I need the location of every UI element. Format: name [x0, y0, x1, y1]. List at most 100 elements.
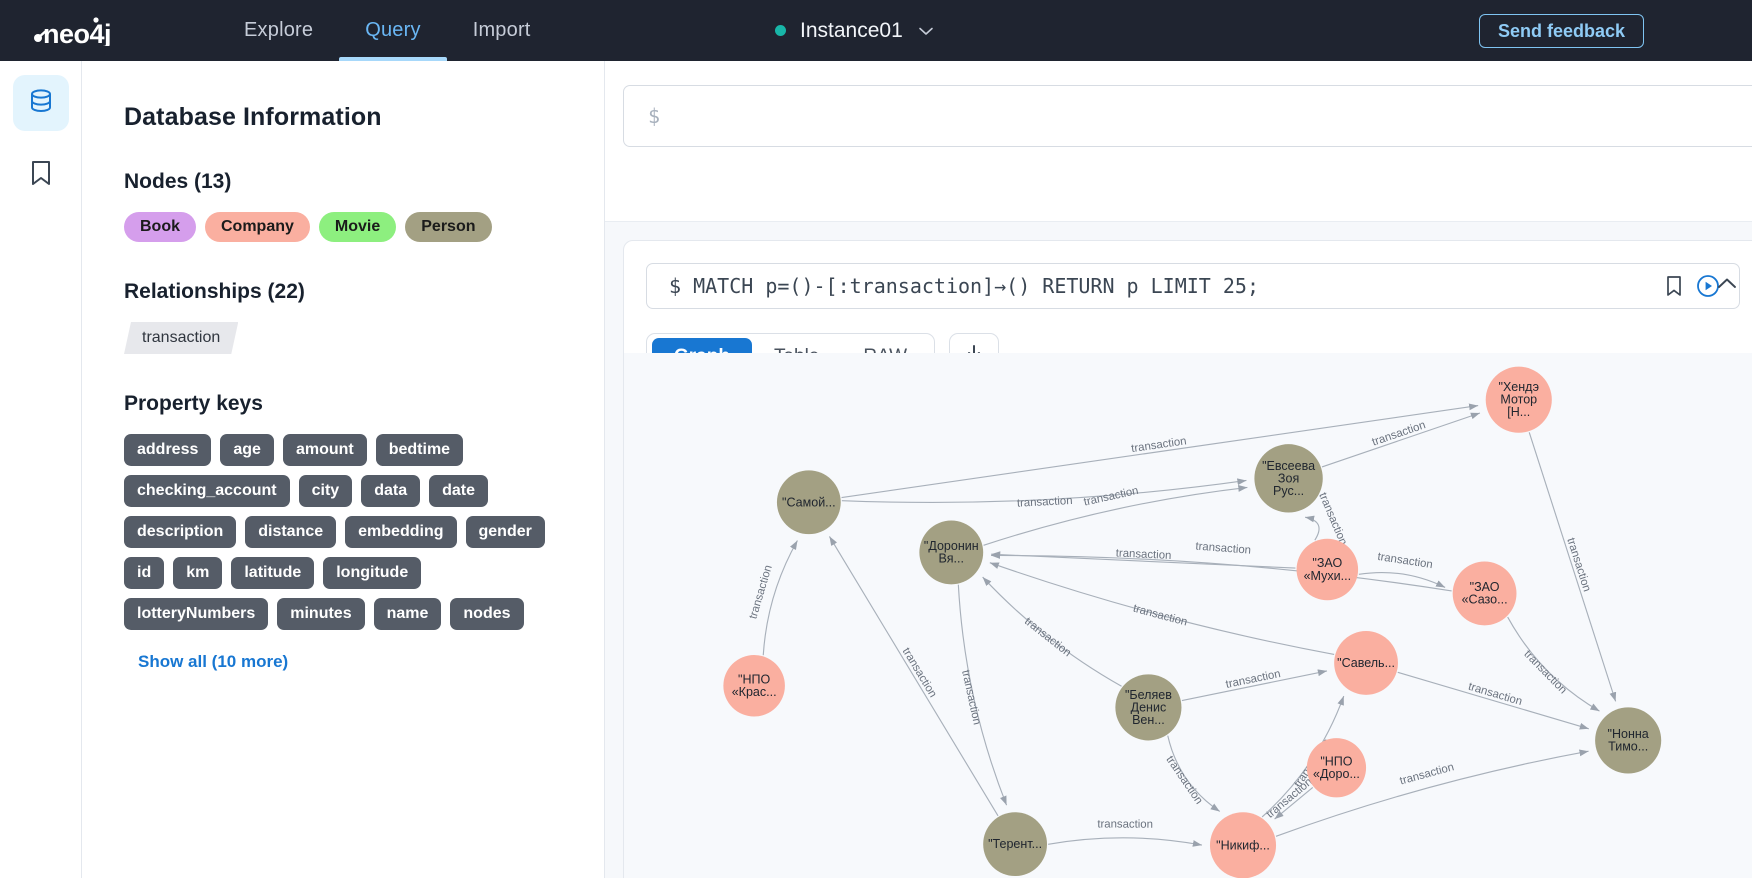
graph-node-label: [Н...	[1507, 405, 1530, 419]
property-key-chip[interactable]: id	[124, 557, 164, 589]
property-key-chip[interactable]: checking_account	[124, 475, 290, 507]
graph-node[interactable]: "НПО«Доро...	[1307, 738, 1366, 797]
show-all-property-keys-link[interactable]: Show all (10 more)	[138, 652, 288, 672]
graph-node-label: «Сазо...	[1462, 593, 1508, 607]
graph-edge-label: transaction	[1163, 754, 1204, 807]
property-key-chip[interactable]: city	[299, 475, 353, 507]
query-editor-area: $	[605, 61, 1752, 160]
graph-node-label: "Савель...	[1337, 656, 1395, 670]
property-key-chip[interactable]: latitude	[231, 557, 314, 589]
graph-edge-label: transaction	[1399, 761, 1456, 787]
graph-edge[interactable]	[1305, 517, 1319, 540]
graph-node[interactable]: "БеляевДенисВен...	[1115, 674, 1181, 740]
property-key-chip[interactable]: minutes	[277, 598, 364, 630]
graph-edge-label: transaction	[1225, 668, 1282, 691]
nodes-heading: Nodes (13)	[124, 170, 604, 194]
node-label-chip-person[interactable]: Person	[405, 212, 491, 242]
graph-node[interactable]: "ЗАО«Мухи...	[1297, 539, 1359, 601]
graph-node[interactable]: "ЕвсееваЗояРус...	[1254, 444, 1322, 512]
graph-edge-label: transaction	[1132, 603, 1189, 629]
property-key-chip[interactable]: distance	[245, 516, 336, 548]
graph-canvas: transaction transaction transaction transac…	[624, 353, 1752, 878]
graph-node[interactable]: "ЗАО«Сазо...	[1453, 562, 1517, 626]
property-key-chip[interactable]: amount	[283, 434, 367, 466]
graph-edge[interactable]	[1048, 838, 1202, 845]
graph-edge[interactable]	[763, 541, 797, 656]
graph-node-label: «Доро...	[1313, 767, 1360, 781]
property-key-chip[interactable]: longitude	[323, 557, 421, 589]
graph-node[interactable]: "НоннаТимо...	[1595, 707, 1661, 773]
result-card: $ MATCH p=()-[:transaction]→() RETURN p …	[623, 240, 1752, 878]
relationship-chip-transaction[interactable]: transaction	[124, 322, 238, 354]
graph-node[interactable]: "Савель...	[1334, 631, 1398, 695]
nav-item-explore[interactable]: Explore	[218, 0, 339, 61]
property-key-chip[interactable]: description	[124, 516, 236, 548]
collapse-result-button[interactable]	[1706, 265, 1748, 307]
left-icon-rail	[0, 61, 82, 878]
main-content: $ $ MATCH p=()-[:transaction]→() RETURN …	[605, 61, 1752, 878]
graph-edge-label: transaction	[1467, 681, 1524, 708]
property-key-chip[interactable]: age	[220, 434, 274, 466]
chevron-down-icon	[917, 22, 935, 40]
rail-item-bookmarks[interactable]	[13, 147, 69, 203]
instance-status-dot	[775, 25, 786, 36]
graph-node[interactable]: "Самой...	[777, 470, 841, 534]
main-nav: Explore Query Import	[218, 0, 557, 61]
graph-node-label: Вен...	[1132, 713, 1165, 727]
property-keys-heading: Property keys	[124, 392, 604, 416]
rail-item-database[interactable]	[13, 75, 69, 131]
graph-visualization[interactable]: transaction transaction transaction transac…	[624, 353, 1752, 878]
graph-edge-label: transaction	[1083, 485, 1140, 509]
graph-edge[interactable]	[842, 406, 1479, 498]
graph-node[interactable]: "ДоронинВя...	[919, 521, 983, 585]
property-key-chip[interactable]: embedding	[345, 516, 456, 548]
graph-edge-label: transaction	[1316, 491, 1349, 547]
graph-node[interactable]: "ХендэМотор[Н...	[1486, 367, 1552, 433]
property-key-chip[interactable]: lotteryNumbers	[124, 598, 268, 630]
relationship-type-chips: transaction	[124, 322, 564, 354]
property-key-chips: address age amount bedtime checking_acco…	[124, 434, 564, 630]
chevron-up-icon	[1714, 271, 1740, 302]
property-key-chip[interactable]: gender	[466, 516, 545, 548]
nav-item-import[interactable]: Import	[447, 0, 557, 61]
property-key-chip[interactable]: km	[173, 557, 222, 589]
graph-node[interactable]: "Никиф...	[1210, 812, 1276, 878]
graph-node[interactable]: "Терент...	[983, 812, 1047, 876]
graph-node-label: «Крас...	[732, 685, 777, 699]
node-label-chip-movie[interactable]: Movie	[319, 212, 396, 242]
send-feedback-button[interactable]: Send feedback	[1479, 14, 1644, 48]
graph-edge-label: transaction	[1195, 540, 1251, 556]
save-query-bookmark-icon[interactable]	[1657, 275, 1691, 297]
svg-text:neo4j: neo4j	[43, 19, 111, 46]
node-label-chip-company[interactable]: Company	[205, 212, 310, 242]
neo4j-logo[interactable]: neo4j	[30, 14, 150, 48]
graph-edge-label: transaction	[900, 646, 939, 700]
property-key-chip[interactable]: data	[361, 475, 420, 507]
node-label-chip-book[interactable]: Book	[124, 212, 196, 242]
query-input[interactable]: $	[623, 85, 1752, 147]
graph-edge[interactable]	[1322, 413, 1480, 467]
graph-node-label: «Мухи...	[1304, 569, 1351, 583]
database-icon	[27, 87, 55, 120]
property-key-chip[interactable]: date	[429, 475, 488, 507]
property-key-chip[interactable]: bedtime	[376, 434, 463, 466]
property-key-chip[interactable]: name	[374, 598, 442, 630]
graph-edge-label: transaction	[1264, 776, 1315, 821]
database-information-panel: Database Information Nodes (13) Book Com…	[82, 61, 605, 878]
node-label-chips: Book Company Movie Person	[124, 212, 564, 242]
graph-edge-label: transaction	[1022, 615, 1073, 659]
graph-node-label: Тимо...	[1608, 740, 1648, 754]
graph-node-label: Рус...	[1273, 484, 1304, 498]
top-navigation-bar: neo4j Explore Query Import Instance01 Se…	[0, 0, 1752, 61]
executed-query-bar[interactable]: $ MATCH p=()-[:transaction]→() RETURN p …	[646, 263, 1740, 309]
graph-edge[interactable]	[983, 577, 1122, 686]
property-key-chip[interactable]: address	[124, 434, 211, 466]
instance-selector[interactable]: Instance01	[775, 0, 935, 61]
graph-edge[interactable]	[990, 563, 1334, 655]
bookmark-icon	[28, 159, 54, 192]
property-key-chip[interactable]: nodes	[450, 598, 523, 630]
graph-node-label: "Никиф...	[1216, 838, 1270, 852]
graph-node[interactable]: "НПО«Крас...	[723, 655, 785, 717]
nav-item-query[interactable]: Query	[339, 0, 446, 61]
results-area: $ MATCH p=()-[:transaction]→() RETURN p …	[605, 221, 1752, 878]
